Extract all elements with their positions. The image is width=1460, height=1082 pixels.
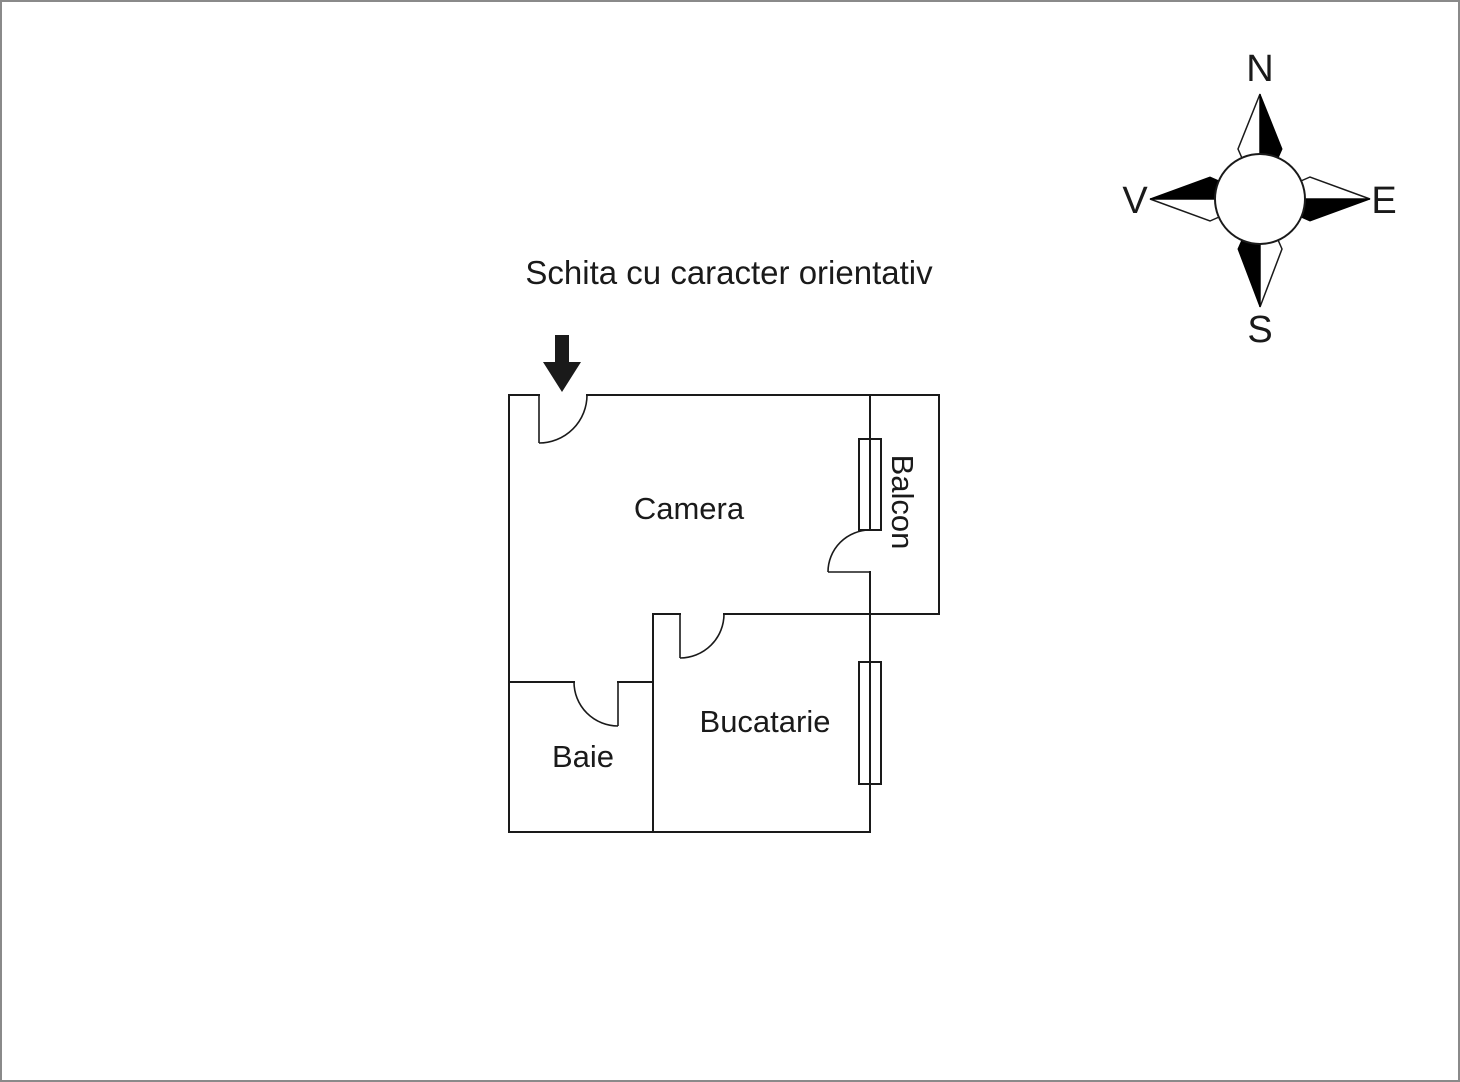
entrance-arrow-icon [543,335,581,392]
room-label-bucatarie: Bucatarie [700,704,831,739]
windows [858,438,882,785]
room-labels: Camera Baie Bucatarie Balcon [552,455,920,774]
doors [538,394,871,727]
compass-circle [1214,153,1306,245]
balcony-window [858,438,882,531]
kitchen-window [858,661,882,785]
room-label-camera: Camera [634,491,745,526]
compass-rose-icon: N S E V [1122,48,1396,351]
room-label-balcon: Balcon [885,455,920,550]
bathroom-door-arc [573,681,619,727]
room-label-baie: Baie [552,739,614,774]
compass-label-east: E [1371,180,1396,222]
walls [508,394,940,833]
balcony-door-arc [827,529,871,573]
entrance-door-arc [538,394,588,444]
compass-label-west: V [1122,180,1148,222]
compass-label-south: S [1247,309,1272,351]
compass-label-north: N [1246,48,1273,90]
page-title: Schita cu caracter orientativ [525,254,933,291]
kitchen-door-arc [679,613,725,659]
